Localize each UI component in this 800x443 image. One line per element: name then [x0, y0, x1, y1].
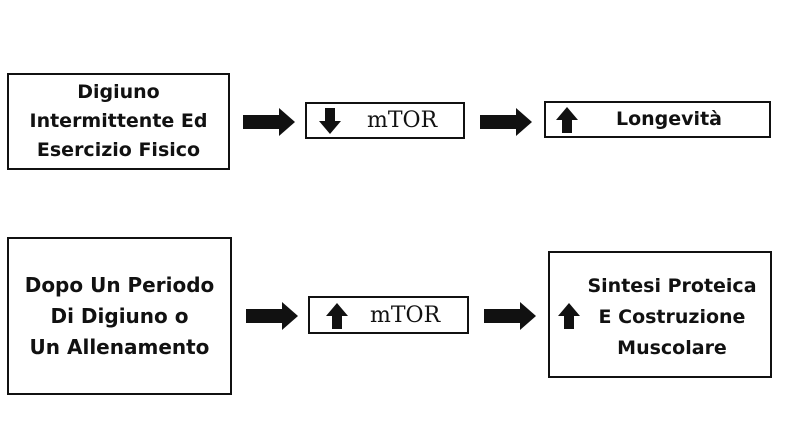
effect-label: Sintesi Proteica E Costruzione Muscolare [587, 275, 757, 359]
effect-label: Longevità [616, 108, 722, 130]
cause-label: Digiuno Intermittente Ed Esercizio Fisic… [29, 81, 208, 161]
effect-box-protein-synthesis: Sintesi Proteica E Costruzione Muscolare [548, 251, 772, 378]
right-arrow-icon [243, 108, 295, 136]
right-arrow-icon [484, 302, 536, 330]
mtor-label: mTOR [367, 108, 438, 133]
up-arrow-icon [558, 303, 580, 329]
effect-box-longevity: Longevità [544, 101, 771, 138]
mtor-box-increase: mTOR [308, 296, 469, 334]
right-arrow-icon [480, 108, 532, 136]
cause-box-fasting-exercise: Digiuno Intermittente Ed Esercizio Fisic… [7, 73, 230, 170]
down-arrow-icon [319, 108, 341, 134]
cause-label: Dopo Un Periodo Di Digiuno o Un Allename… [24, 272, 215, 359]
up-arrow-icon [556, 107, 578, 133]
mtor-box-decrease: mTOR [305, 102, 465, 139]
cause-box-after-fasting-training: Dopo Un Periodo Di Digiuno o Un Allename… [7, 237, 232, 395]
right-arrow-icon [246, 302, 298, 330]
up-arrow-icon [326, 303, 348, 329]
mtor-label: mTOR [370, 303, 441, 328]
